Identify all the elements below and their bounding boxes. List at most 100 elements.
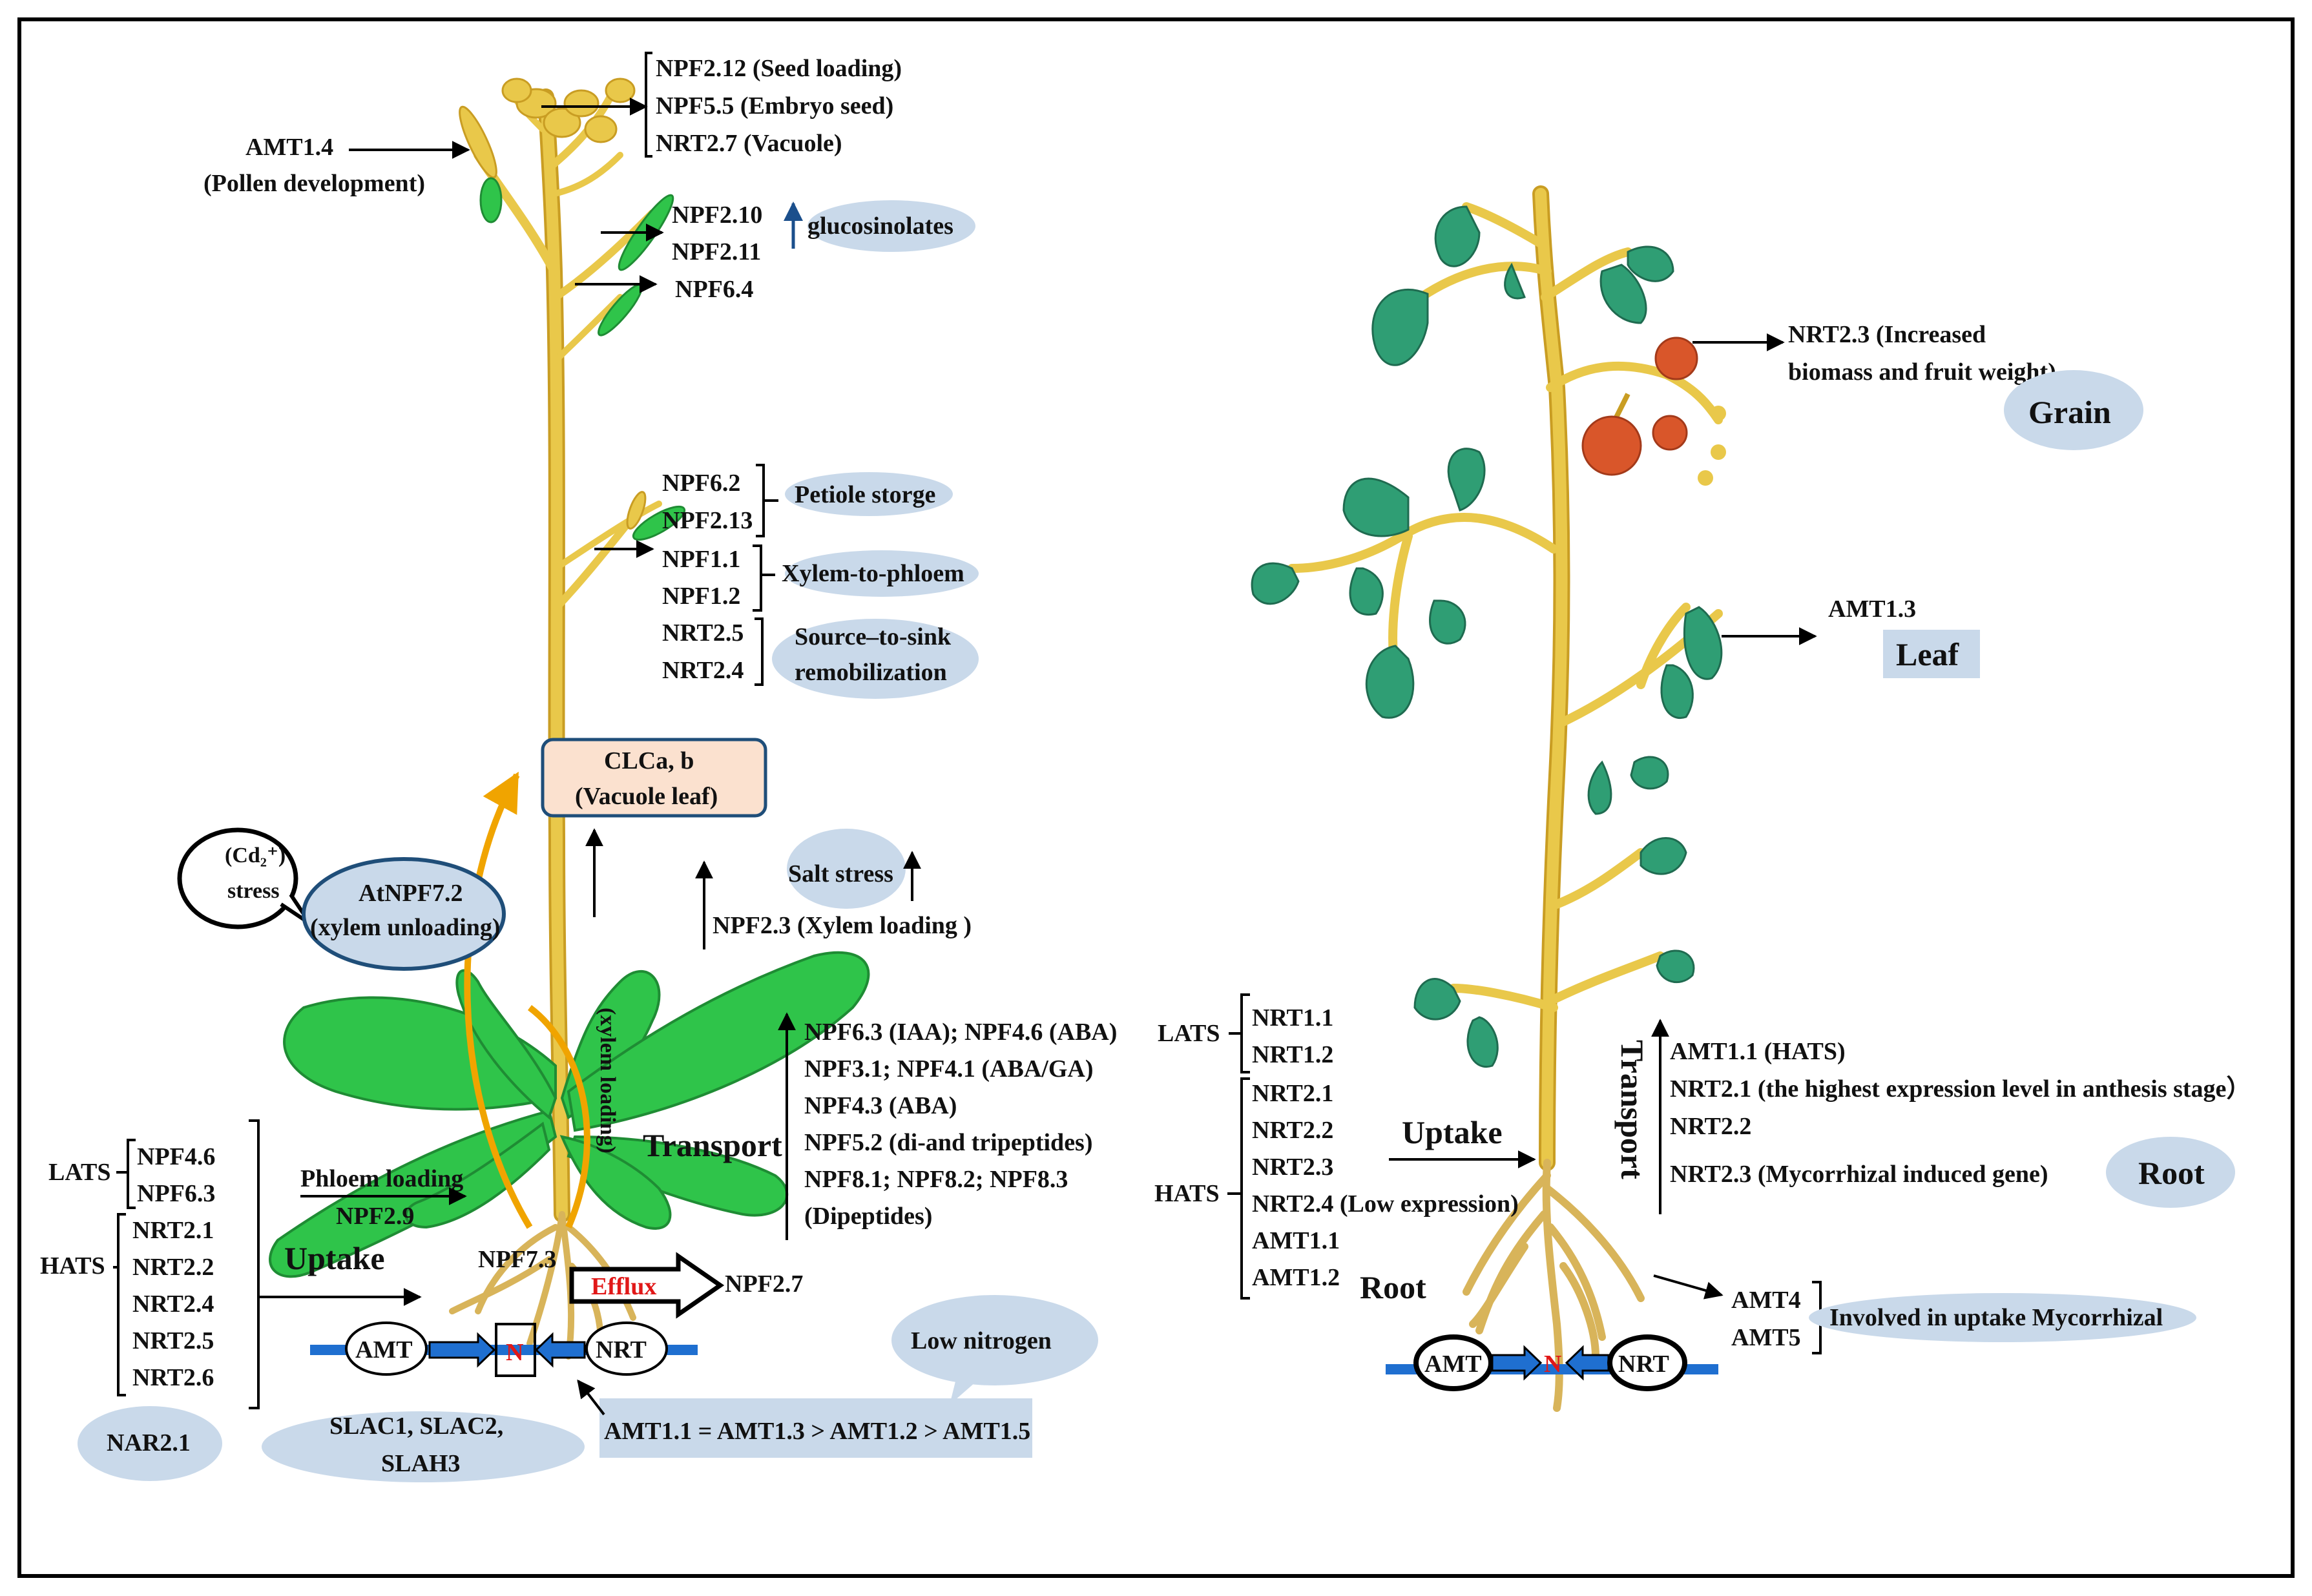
npf27-label: NPF2.7 xyxy=(725,1270,803,1298)
silique-gene-1: NPF2.10 xyxy=(672,202,762,229)
tomato-n-label: N xyxy=(1544,1351,1561,1378)
uptake-label: Uptake xyxy=(284,1240,385,1276)
low-nitrogen-group: Low nitrogen AMT1.1 = AMT1.3 > AMT1.2 > … xyxy=(577,1295,1098,1458)
salt-stress-label: Salt stress xyxy=(788,860,893,887)
npf73-label: NPF7.3 xyxy=(478,1246,556,1273)
tomato-lats-gene-2: NRT1.2 xyxy=(1252,1041,1333,1068)
tomato-hats-gene-2: NRT2.2 xyxy=(1252,1117,1333,1144)
cd-stress-label-1: (Cd₂⁺) xyxy=(225,844,286,867)
tomato-hats-gene-3: NRT2.3 xyxy=(1252,1154,1333,1181)
transport-label: Transport xyxy=(643,1127,782,1163)
clc-label-1: CLCa, b xyxy=(604,747,694,774)
xylem-phloem-gene-2: NPF1.2 xyxy=(662,583,740,610)
tomato-lats-label: LATS xyxy=(1158,1020,1220,1047)
lats-gene-1: NPF4.6 xyxy=(137,1143,215,1170)
npf23-label: NPF2.3 (Xylem loading ) xyxy=(713,912,972,939)
petiole-label: Petiole storge xyxy=(795,481,935,508)
arabidopsis-plant xyxy=(269,78,870,1360)
hats-gene-5: NRT2.6 xyxy=(132,1364,214,1391)
source-sink-label-2: remobilization xyxy=(795,659,947,686)
transport-gene-5: NPF8.1; NPF8.2; NPF8.3 xyxy=(804,1166,1068,1193)
clc-box: CLCa, b (Vacuole leaf) xyxy=(541,738,767,917)
tomato-mycorrhizal-group: AMT4 AMT5 Involved in uptake Mycorrhizal xyxy=(1653,1274,2196,1354)
transport-gene-3: NPF4.3 (ABA) xyxy=(804,1092,957,1119)
tomato-amt-label: AMT xyxy=(1424,1351,1482,1378)
flower-gene-group: NPF2.12 (Seed loading) NPF5.5 (Embryo se… xyxy=(541,52,902,158)
xylem-loading-label: (xylem loading) xyxy=(596,1008,620,1154)
tomato-root-uptake-group: LATS NRT1.1 NRT1.2 HATS NRT2.1 NRT2.2 NR… xyxy=(1154,993,1536,1305)
tomato-transport-gene-3: NRT2.2 xyxy=(1670,1113,1751,1140)
hats-gene-4: NRT2.5 xyxy=(132,1327,214,1354)
tomato-nrt-label: NRT xyxy=(1618,1351,1669,1378)
tomato-hats-gene-6: AMT1.2 xyxy=(1252,1264,1340,1291)
source-sink-gene-1: NRT2.5 xyxy=(662,619,744,647)
tomato-root-text: Root xyxy=(1360,1269,1426,1305)
slac-label-2: SLAH3 xyxy=(381,1450,460,1477)
hats-gene-3: NRT2.4 xyxy=(132,1290,214,1318)
tomato-hats-label: HATS xyxy=(1154,1180,1220,1207)
tomato-plant xyxy=(1251,185,1726,1412)
clc-label-2: (Vacuole leaf) xyxy=(575,783,718,810)
transport-gene-4: NPF5.2 (di-and tripeptides) xyxy=(804,1129,1093,1156)
transport-gene-1: NPF6.3 (IAA); NPF4.6 (ABA) xyxy=(804,1019,1117,1046)
source-sink-gene-2: NRT2.4 xyxy=(662,657,744,684)
xylem-phloem-gene-1: NPF1.1 xyxy=(662,546,740,573)
tomato-transport-label: Transport xyxy=(1614,1040,1651,1179)
petiole-group: NPF6.2 NPF2.13 Petiole storge NPF1.1 NPF… xyxy=(594,464,979,699)
low-nitrogen-label: Low nitrogen xyxy=(911,1327,1052,1354)
leaf-label: Leaf xyxy=(1896,636,1960,672)
hats-label: HATS xyxy=(40,1252,105,1280)
transport-gene-group: NPF6.3 (IAA); NPF4.6 (ABA) NPF3.1; NPF4.… xyxy=(596,1008,1117,1240)
efflux-label: Efflux xyxy=(591,1273,656,1300)
efflux-arrow xyxy=(569,1252,725,1319)
arabidopsis-membrane: AMT N NRT xyxy=(310,1321,698,1377)
xylem-phloem-label: Xylem-to-phloem xyxy=(782,560,964,587)
cd-stress-label-2: stress xyxy=(227,879,280,903)
silique-gene-group: NPF2.10 NPF2.11 NPF6.4 glucosinolates xyxy=(575,200,975,303)
silique-gene-2: NPF2.11 xyxy=(672,238,761,265)
nar21-bubble: NAR2.1 xyxy=(78,1406,222,1481)
n-label: N xyxy=(506,1339,523,1366)
xylem-loading-arrow xyxy=(527,1005,590,1228)
petiole-gene-2: NPF2.13 xyxy=(662,507,753,534)
tomato-nrt23-label-1: NRT2.3 (Increased xyxy=(1788,321,1986,348)
tomato-leaves xyxy=(1251,205,1723,1068)
tomato-membrane: AMT N NRT xyxy=(1386,1334,1718,1391)
tomato-transport-gene-2: NRT2.1 (the highest expression level in … xyxy=(1670,1075,2251,1103)
flower-gene-3: NRT2.7 (Vacuole) xyxy=(656,130,842,157)
root-uptake-group: LATS NPF4.6 NPF6.3 HATS NRT2.1 NRT2.2 NR… xyxy=(40,1119,803,1409)
tomato-lats-gene-1: NRT1.1 xyxy=(1252,1004,1333,1031)
mycorrhizal-gene-1: AMT4 xyxy=(1731,1287,1801,1314)
mycorrhizal-gene-2: AMT5 xyxy=(1731,1324,1801,1351)
npf29-label: NPF2.9 xyxy=(336,1203,414,1230)
nrt-label: NRT xyxy=(596,1336,647,1363)
stress-bubbles: (Cd₂⁺) stress AtNPF7.2 (xylem unloading) xyxy=(177,827,506,971)
xylem-unloading-arrow xyxy=(464,771,533,1229)
lats-label: LATS xyxy=(48,1159,110,1186)
tomato-transport-group: Transport AMT1.1 (HATS) NRT2.1 (the high… xyxy=(1614,1019,2251,1214)
hats-gene-2: NRT2.2 xyxy=(132,1254,214,1281)
tomato-leaf-group: AMT1.3 Leaf xyxy=(1722,596,1980,678)
transport-gene-6: (Dipeptides) xyxy=(804,1203,932,1230)
amt-label: AMT xyxy=(355,1336,413,1363)
flower-gene-2: NPF5.5 (Embryo seed) xyxy=(656,92,893,119)
tomato-roots xyxy=(1463,1159,1645,1412)
mycorrhizal-label: Involved in uptake Mycorrhizal xyxy=(1829,1304,2163,1331)
arabidopsis-rosette xyxy=(269,951,870,1278)
tomato-hats-gene-1: NRT2.1 xyxy=(1252,1080,1333,1107)
transport-gene-2: NPF3.1; NPF4.1 (ABA/GA) xyxy=(804,1055,1093,1083)
tomato-nrt23-label-2: biomass and fruit weight) xyxy=(1788,358,2056,386)
root-bubble-label: Root xyxy=(2138,1155,2205,1191)
amt14-role: (Pollen development) xyxy=(203,170,425,197)
atnpf72-label-1: AtNPF7.2 xyxy=(359,880,463,907)
salt-stress-group: Salt stress NPF2.3 (Xylem loading ) xyxy=(695,829,972,949)
source-sink-label-1: Source–to-sink xyxy=(795,623,952,650)
silique-gene-3: NPF6.4 xyxy=(675,276,753,303)
amt14-group: AMT1.4 (Pollen development) xyxy=(203,134,470,197)
slac-label-1: SLAC1, SLAC2, xyxy=(329,1413,503,1440)
amt-order-label: AMT1.1 = AMT1.3 > AMT1.2 > AMT1.5 xyxy=(604,1418,1030,1445)
tomato-hats-gene-5: AMT1.1 xyxy=(1252,1227,1340,1254)
tomato-fruit-group: NRT2.3 (Increased biomass and fruit weig… xyxy=(1692,321,2143,450)
